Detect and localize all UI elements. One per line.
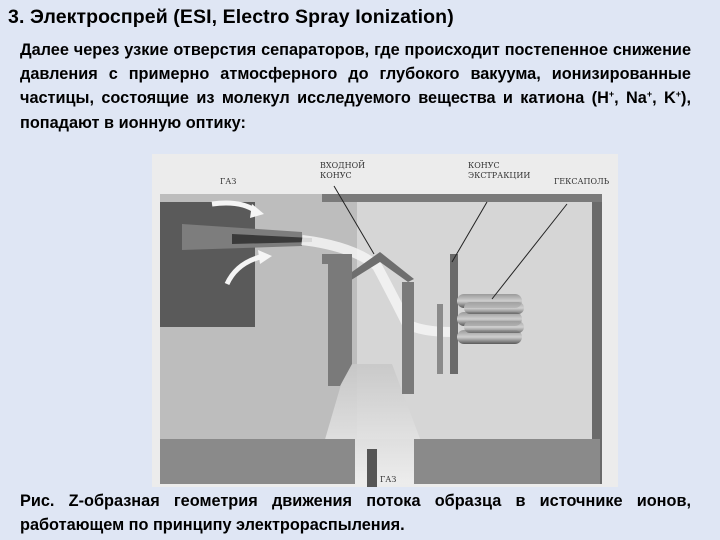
body-text-sep2: , K [652, 89, 676, 107]
body-text-sep1: , Na [614, 89, 647, 107]
hexapole-rods [457, 294, 524, 344]
figure-caption: Рис. Z-образная геометрия движения поток… [20, 489, 691, 538]
top-flange [322, 194, 602, 202]
label-extraction-cone-line1: КОНУС [468, 161, 500, 170]
body-paragraph: Далее через узкие отверстия сепараторов,… [20, 38, 691, 135]
extraction-cone-plate-2 [437, 304, 443, 374]
label-gas-top: ГАЗ [220, 177, 236, 186]
label-extraction-cone-line2: ЭКСТРАКЦИИ [468, 171, 530, 180]
slide-title: 3. Электроспрей (ESI, Electro Spray Ioni… [8, 6, 708, 29]
label-inlet-cone-line1: ВХОДНОЙ [320, 161, 365, 170]
body-text-part1: Далее через узкие отверстия сепараторов,… [20, 41, 691, 107]
bottom-base [160, 439, 355, 484]
label-gas-bottom: ГАЗ [380, 475, 396, 484]
gas-outlet [367, 449, 377, 487]
extraction-cone-plate [450, 254, 458, 374]
esi-source-diagram: ГАЗ ВХОДНОЙ КОНУС КОНУС ЭКСТРАКЦИИ ГЕКСА… [152, 154, 618, 487]
inlet-cone-body-right [402, 282, 414, 394]
label-hexapole: ГЕКСАПОЛЬ [554, 177, 610, 186]
bottom-base-right [414, 439, 600, 484]
label-inlet-cone-line2: КОНУС [320, 171, 352, 180]
